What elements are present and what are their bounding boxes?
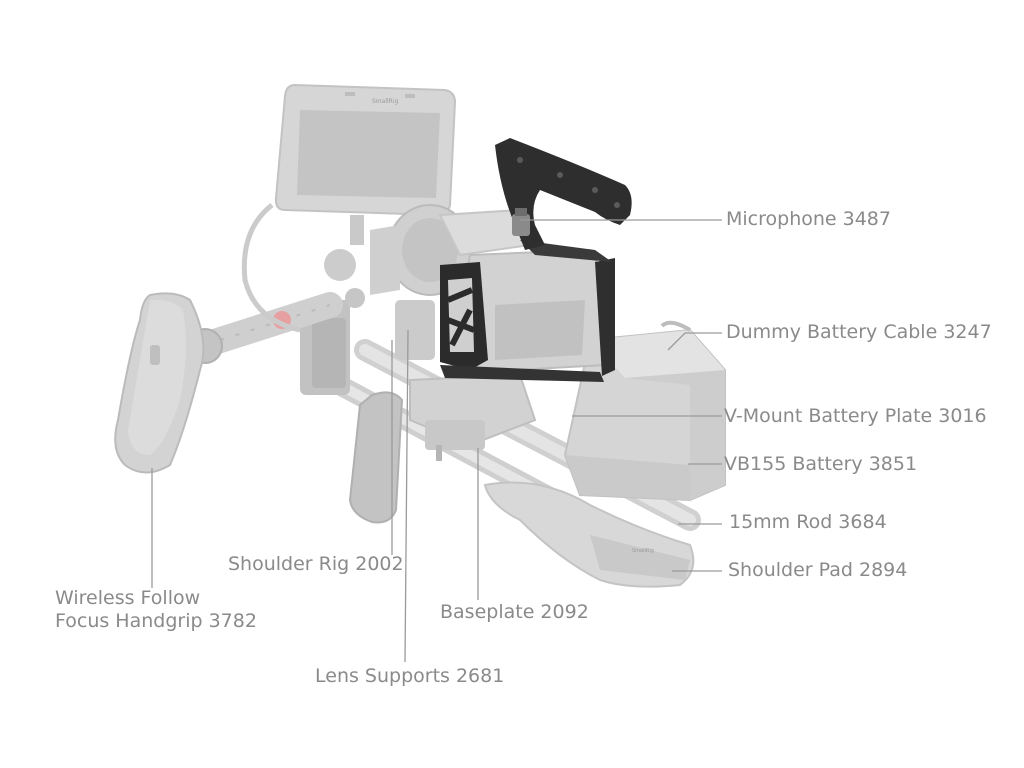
leader-lens-supports bbox=[404, 329, 409, 663]
callout-baseplate: Baseplate 2092 bbox=[440, 601, 589, 623]
callout-wireless-follow-focus-line2: Focus Handgrip 3782 bbox=[55, 610, 257, 632]
callout-15mm-rod: 15mm Rod 3684 bbox=[729, 511, 887, 533]
camera-cage bbox=[440, 138, 632, 382]
handgrip-assembly bbox=[114, 292, 343, 474]
callout-wireless-follow-focus-line1: Wireless Follow bbox=[55, 587, 201, 609]
ghost-components: SmallRig bbox=[114, 83, 726, 588]
vmount-battery-assembly bbox=[563, 320, 726, 502]
monitor: SmallRig bbox=[274, 83, 457, 245]
callout-shoulder-rig: Shoulder Rig 2002 bbox=[228, 553, 404, 575]
callout-wireless-follow-focus: Wireless Follow Focus Handgrip 3782 bbox=[55, 587, 257, 633]
callout-microphone: Microphone 3487 bbox=[726, 208, 891, 230]
leader-dummy-battery-cable bbox=[667, 332, 722, 351]
callout-lens-supports: Lens Supports 2681 bbox=[315, 665, 505, 687]
pad-brand-mark: SmallRig bbox=[632, 548, 654, 554]
leader-lines bbox=[151, 219, 722, 663]
monitor-cable bbox=[241, 203, 301, 333]
shoulder-pad: SmallRig bbox=[483, 481, 695, 588]
callout-dummy-battery-cable: Dummy Battery Cable 3247 bbox=[726, 321, 992, 343]
baseplate bbox=[409, 373, 537, 461]
callout-vmount-battery-plate: V-Mount Battery Plate 3016 bbox=[724, 405, 987, 427]
callout-vb155-battery: VB155 Battery 3851 bbox=[724, 453, 918, 475]
shoulder-rig-handle bbox=[348, 391, 404, 524]
monitor-brand-mark: SmallRig bbox=[372, 98, 399, 105]
callout-shoulder-pad: Shoulder Pad 2894 bbox=[728, 559, 908, 581]
